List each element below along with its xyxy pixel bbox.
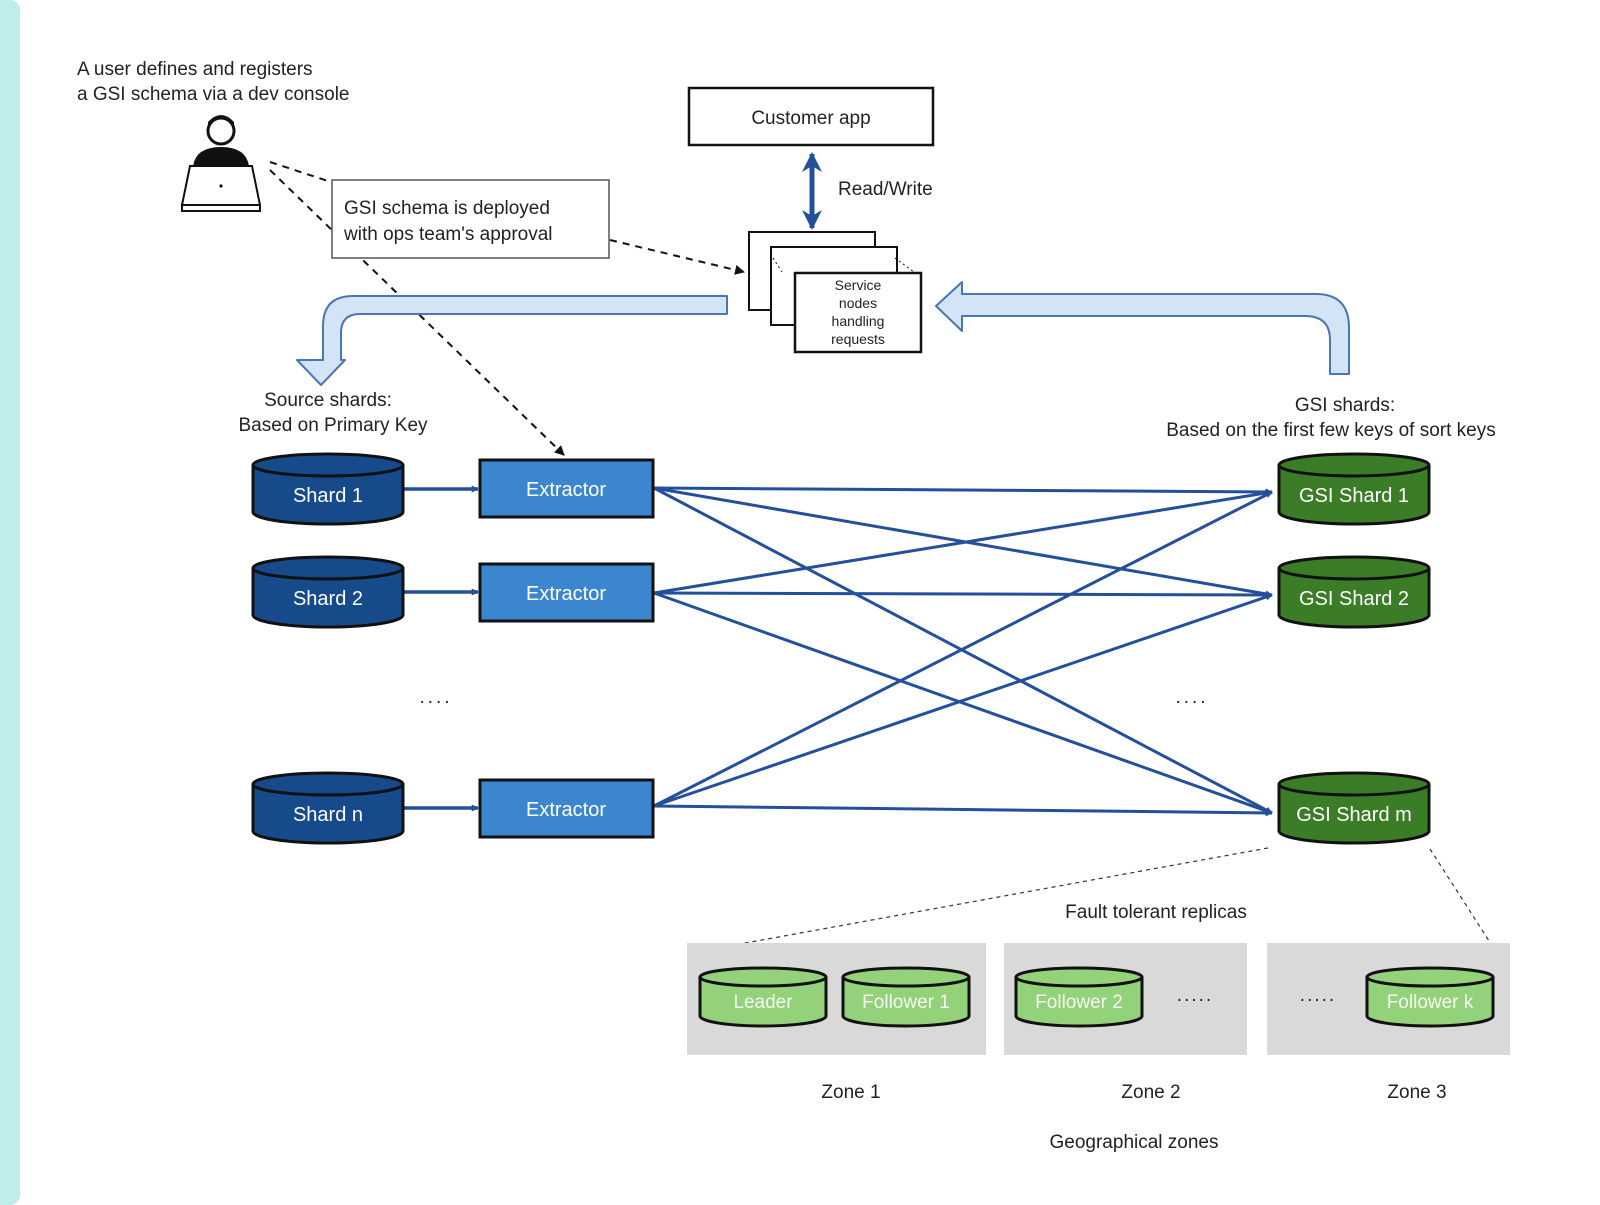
source-shard-label: Shard n [293,804,363,826]
gsi-shard: GSI Shard 1 [1277,452,1431,526]
source-shard-label: Shard 2 [293,588,363,610]
replica-zoom-lines [695,847,1501,959]
customer-app-box: Customer app [687,86,935,147]
replica-leader: Leader [698,966,828,1028]
replica-label: Follower 1 [862,992,950,1013]
source-header-line2: Based on Primary Key [238,415,428,436]
customer-app-label: Customer app [751,108,870,129]
gsi-header-line1: GSI shards: [1295,395,1395,416]
gsi-feedback-arrow [935,281,1350,375]
extractor-label: Extractor [526,799,606,821]
gsi-shard: GSI Shard 2 [1277,555,1431,629]
user-note-line2: a GSI schema via a dev console [77,84,349,105]
service-nodes-line1: Service [835,277,882,293]
zone-3-label: Zone 3 [1387,1082,1446,1103]
mesh-links [653,486,1273,817]
extractor-label: Extractor [526,479,606,501]
deploy-connectors [269,161,745,456]
zone-3-ellipsis: ..... [1300,985,1336,1006]
gsi-shard-label: GSI Shard 1 [1299,485,1409,507]
fault-tolerant-label: Fault tolerant replicas [1065,902,1247,923]
extractor-box: Extractor [478,458,655,519]
read-write-label: Read/Write [838,179,933,200]
replica-label: Leader [733,992,793,1013]
replica-follower-1: Follower 1 [841,966,971,1028]
source-shard: Shard n [251,771,405,845]
zone-2-label: Zone 2 [1121,1082,1180,1103]
gsi-ellipsis: .... [1175,687,1208,708]
accent-bar [0,0,20,1205]
gsi-header-line2: Based on the first few keys of sort keys [1166,420,1495,441]
gsi-shard-label: GSI Shard 2 [1299,588,1409,610]
deploy-note-line2: with ops team's approval [343,224,553,245]
source-header-line1: Source shards: [264,390,392,411]
replica-follower-2: Follower 2 [1014,966,1144,1028]
user-at-laptop-icon [180,115,262,212]
service-nodes-line4: requests [831,331,885,347]
request-flow-arrow [296,295,728,386]
zone-2-ellipsis: ..... [1177,985,1213,1006]
source-shard: Shard 2 [251,555,405,629]
user-note-line1: A user defines and registers [77,59,313,80]
extractor-box: Extractor [478,778,655,839]
source-ellipsis: .... [419,687,452,708]
service-nodes-line3: handling [832,313,885,329]
extractor-label: Extractor [526,583,606,605]
service-nodes-line2: nodes [839,295,877,311]
zone-1-label: Zone 1 [821,1082,880,1103]
extractor-box: Extractor [478,562,655,623]
source-shard: Shard 1 [251,452,405,526]
deploy-note-line1: GSI schema is deployed [344,198,550,219]
gsi-shard: GSI Shard m [1277,771,1431,845]
service-nodes-stack: Service nodes handling requests [748,231,923,354]
geo-zones-label: Geographical zones [1050,1132,1219,1153]
deploy-note-box: GSI schema is deployed with ops team's a… [331,179,610,259]
source-shard-label: Shard 1 [293,485,363,507]
replica-label: Follower k [1387,992,1474,1013]
shard-to-extractor-links [403,485,479,812]
gsi-shard-label: GSI Shard m [1296,804,1412,826]
replica-label: Follower 2 [1035,992,1123,1013]
replica-follower-k: Follower k [1365,966,1495,1028]
